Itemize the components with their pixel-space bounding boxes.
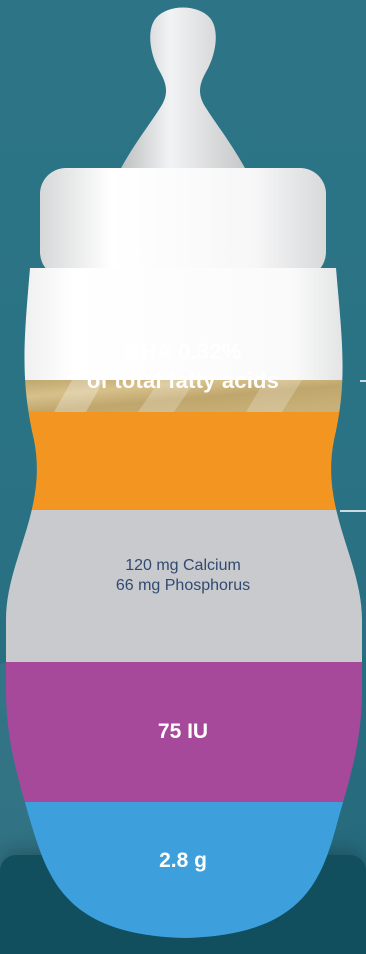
fat-segment — [6, 380, 362, 412]
vitamin-segment — [6, 662, 362, 802]
cap-top — [40, 168, 326, 278]
base-segment — [6, 802, 362, 938]
shoulder-segment — [6, 268, 362, 380]
dha-segment — [6, 412, 362, 510]
nipple-shape — [120, 7, 246, 170]
minerals-segment — [6, 510, 362, 662]
